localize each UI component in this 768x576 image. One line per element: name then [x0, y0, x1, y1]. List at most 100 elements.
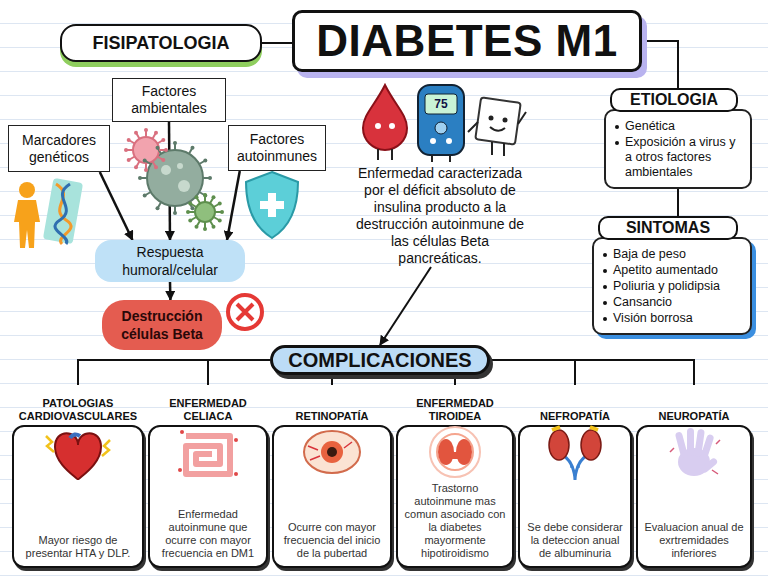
- test-strip-icon: [468, 97, 526, 156]
- glucometer-icon: [430, 138, 436, 144]
- dna-icon: [43, 178, 83, 244]
- complication-card: NEFROPATÍA Se debe considerar la deteccio…: [518, 385, 632, 568]
- list-item: Baja de peso: [602, 247, 744, 262]
- virus-icon: [138, 176, 142, 180]
- virus-icon: [127, 149, 133, 151]
- heart-icon: [46, 436, 54, 452]
- heart-icon: [55, 433, 101, 480]
- node-text: Enfermedad caracterizada por el déficit …: [350, 165, 530, 267]
- virus-icon: [191, 204, 196, 207]
- blood-drop-icon: [363, 85, 407, 150]
- glucometer-icon: [435, 122, 447, 134]
- title-box: DIABETES M1: [292, 10, 642, 72]
- virus-icon: [203, 193, 207, 197]
- card-frame: Ocurre con mayor frecuencia del inicio d…: [272, 425, 392, 568]
- list-item: Cansancio: [602, 295, 744, 310]
- virus-icon: [161, 138, 165, 142]
- connector-line: [454, 375, 456, 385]
- panel-heading: ETIOLOGIA: [610, 88, 738, 112]
- dna-icon: [56, 184, 71, 244]
- kidney-icon: [563, 455, 587, 468]
- test-strip-icon: [468, 112, 526, 156]
- virus-icon: [161, 158, 165, 162]
- card-heading: RETINOPATÍA: [296, 410, 369, 423]
- list-panel: SINTOMASBaja de pesoApetito aumentadoPol…: [592, 216, 752, 335]
- hand-icon: [678, 448, 710, 476]
- test-strip-icon: [489, 116, 494, 121]
- virus-icon: [153, 134, 156, 139]
- connector-arrow: [169, 282, 172, 300]
- virus-icon: [157, 157, 162, 160]
- bullet: [615, 141, 619, 145]
- virus-icon: [199, 161, 204, 164]
- virus-icon: [156, 206, 160, 210]
- virus-icon: [134, 131, 138, 135]
- intestine-icon: [234, 472, 238, 476]
- virus-icon: [124, 128, 224, 231]
- kidney-icon: [581, 430, 601, 460]
- intestine-icon: [234, 438, 238, 442]
- card-frame: Enfermedad autoinmune que ocurre con may…: [148, 425, 268, 568]
- virus-icon: [188, 202, 192, 206]
- shield-icon: [246, 172, 298, 238]
- kidney-icon: [549, 427, 601, 480]
- eye-icon: [321, 441, 343, 463]
- virus-icon: [195, 195, 199, 199]
- complication-card: PATOLOGIAS CARDIOVASCULARESMayor riesgo …: [12, 385, 144, 568]
- virus-icon: [143, 159, 147, 163]
- virus-icon: [156, 146, 160, 150]
- virus-icon: [127, 158, 131, 162]
- eye-icon: [327, 447, 337, 457]
- glucometer-reading: 75: [425, 94, 457, 114]
- test-strip-icon: [475, 97, 520, 144]
- virus-icon: [191, 217, 196, 220]
- eye-icon: [304, 431, 360, 473]
- connector-line: [208, 360, 270, 385]
- virus-icon: [214, 204, 219, 207]
- connector-line: [262, 42, 292, 44]
- virus-icon: [154, 131, 158, 135]
- connector-arrow: [100, 172, 133, 240]
- virus-icon: [214, 217, 219, 220]
- panel-heading: SINTOMAS: [598, 216, 738, 240]
- test-strip-icon: [503, 118, 508, 123]
- result-box: Destrucción células Beta: [102, 300, 222, 350]
- hand-icon: [670, 440, 720, 474]
- list-panel: ETIOLOGIAGenéticaExposición a virus y a …: [604, 88, 752, 189]
- card-heading-area: NEUROPATÍA: [636, 385, 752, 423]
- shield-icon: [260, 201, 284, 209]
- virus-icon: [146, 161, 151, 164]
- bullet: [603, 253, 607, 257]
- eye-icon: [304, 431, 360, 473]
- bullet: [603, 285, 607, 289]
- card-text: Se debe considerar la deteccion anual de…: [524, 521, 626, 560]
- thyroid-icon: [430, 427, 480, 477]
- card-heading: NEFROPATÍA: [540, 410, 610, 423]
- blood-drop-icon: [378, 149, 392, 160]
- list-item: Poliuria y polidipsia: [602, 279, 744, 294]
- glucometer-icon: [418, 85, 464, 162]
- connector-arrow: [380, 267, 431, 345]
- node-text: Destrucción células Beta: [108, 307, 216, 343]
- hand-icon: [694, 429, 705, 458]
- virus-icon: [188, 219, 192, 223]
- card-frame: Se debe considerar la deteccion anual de…: [518, 425, 632, 568]
- connector-line: [490, 360, 694, 385]
- connector-line: [78, 360, 270, 385]
- bullet: [603, 301, 607, 305]
- connector-line: [642, 41, 678, 88]
- virus-icon: [197, 198, 200, 203]
- definition-text: Enfermedad caracterizada por el déficit …: [350, 165, 530, 267]
- virus-icon: [199, 192, 204, 195]
- complication-card: ENFERMEDAD CELIACAEnfermedad autoinmune …: [148, 385, 268, 568]
- intestine-icon: [178, 468, 182, 472]
- virus-icon: [124, 148, 128, 152]
- blood-drop-icon: [363, 85, 407, 160]
- virus-icon: [137, 161, 140, 166]
- node-text: Factores autoinmunes: [233, 131, 321, 165]
- virus-icon: [197, 221, 200, 226]
- dna-icon: [55, 184, 70, 244]
- virus-icon: [158, 202, 161, 207]
- card-heading-area: ENFERMEDAD CELIACA: [148, 385, 268, 423]
- glucometer-icon: [425, 94, 457, 114]
